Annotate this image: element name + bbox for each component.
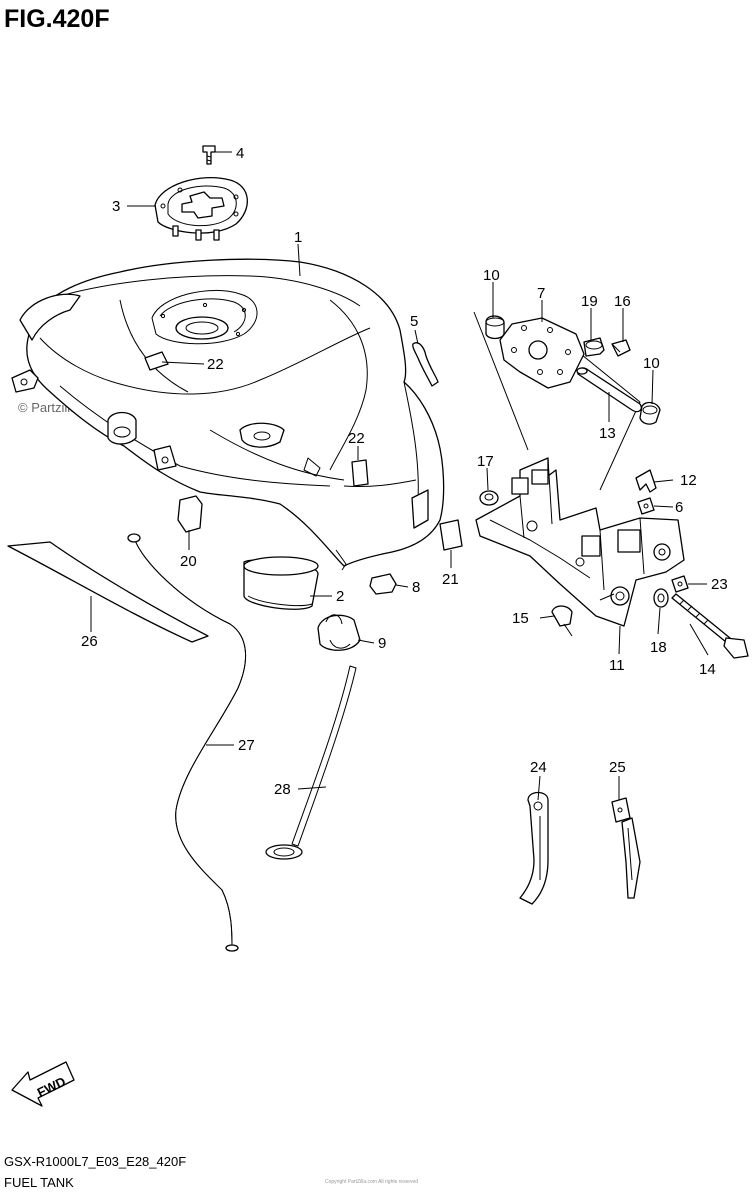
part-24-strap	[519, 791, 549, 905]
part-8-cushion	[369, 573, 397, 595]
tank-bracket-assembly	[473, 311, 685, 627]
part-9-damper	[317, 614, 361, 651]
part-18-washer	[653, 588, 669, 608]
callout-23: 23	[711, 576, 728, 593]
part-10-grommet-left	[485, 315, 505, 340]
part-27-drain-hose	[127, 533, 247, 952]
callout-17: 17	[477, 453, 494, 470]
callout-12: 12	[680, 472, 697, 489]
part-4-bolt	[202, 145, 216, 165]
callout-25: 25	[609, 759, 626, 776]
callout-14: 14	[699, 661, 716, 678]
part-17-washer	[479, 490, 499, 506]
part-3-fuel-cap	[154, 176, 248, 241]
callout-26: 26	[81, 633, 98, 650]
callout-6: 6	[675, 499, 683, 516]
fwd-arrow-icon: FWD	[11, 1061, 75, 1107]
callout-4: 4	[236, 145, 244, 162]
part-14-bolt	[671, 593, 749, 659]
callout-19: 19	[581, 293, 598, 310]
callout-7: 7	[537, 285, 545, 302]
callout-8: 8	[412, 579, 420, 596]
part-1-fuel-tank	[11, 258, 445, 571]
callout-22-right: 22	[348, 430, 365, 447]
callout-11: 11	[609, 657, 625, 674]
callout-15: 15	[512, 610, 529, 627]
part-10-grommet-right	[639, 401, 661, 425]
part-28-drain-clamp	[265, 665, 357, 860]
model-code: GSX-R1000L7_E03_E28_420F	[4, 1154, 186, 1169]
part-23-nut	[671, 575, 689, 593]
callout-9: 9	[378, 635, 386, 652]
part-7-cushion-plate	[499, 317, 585, 389]
callout-24: 24	[530, 759, 547, 776]
part-19-collar	[583, 337, 605, 357]
callout-16: 16	[614, 293, 631, 310]
part-16-bolt	[611, 339, 631, 357]
figure-title: FIG.420F	[4, 5, 110, 33]
callout-27: 27	[238, 737, 255, 754]
part-21-plate	[439, 519, 463, 551]
part-2-cushion-tube	[243, 556, 319, 610]
callout-10-right: 10	[643, 355, 660, 372]
callout-22-top: 22	[207, 356, 224, 373]
callout-21: 21	[442, 571, 459, 588]
figure-caption: FUEL TANK	[4, 1175, 74, 1190]
callout-13: 13	[599, 425, 616, 442]
part-25-cable-tie	[611, 797, 641, 899]
part-20-cushion	[177, 495, 203, 533]
part-13-pipe	[576, 367, 642, 413]
callout-20: 20	[180, 553, 197, 570]
part-26-protector-tape	[7, 541, 209, 643]
callout-1: 1	[294, 229, 302, 246]
callout-2: 2	[336, 588, 344, 605]
callout-10-left: 10	[483, 267, 500, 284]
part-15-bolt	[551, 605, 573, 637]
footer-copyright: Copyright PartZilla.com All rights reser…	[325, 1179, 418, 1185]
leader-lines	[90, 151, 709, 801]
callout-3: 3	[112, 198, 120, 215]
part-5-cushion-strip	[412, 342, 439, 387]
part-6-nut	[637, 497, 655, 515]
callout-28: 28	[274, 781, 291, 798]
part-12-clip	[635, 469, 657, 493]
callout-5: 5	[410, 313, 418, 330]
part-22-decal-right	[351, 459, 369, 487]
callout-18: 18	[650, 639, 667, 656]
